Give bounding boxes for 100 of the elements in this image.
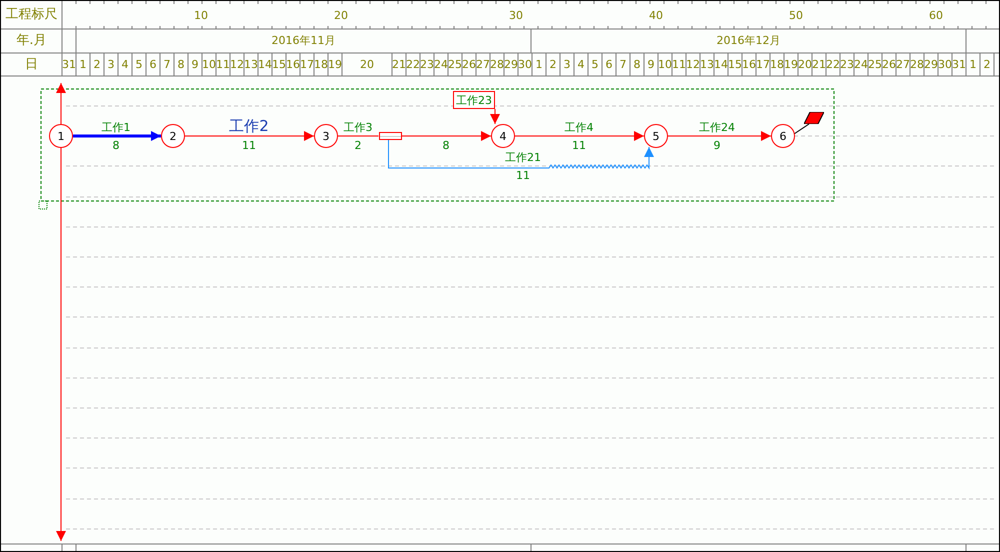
day-number: 29: [924, 58, 938, 72]
day-number: 31: [62, 58, 76, 72]
work-label-box: 工作23: [453, 91, 495, 109]
day-number: 30: [518, 58, 532, 72]
duration-label: 11: [571, 139, 587, 153]
day-number: 24: [434, 58, 448, 72]
day-number: 11: [672, 58, 686, 72]
day-number: 27: [476, 58, 490, 72]
duration-label: 8: [442, 139, 450, 153]
day-number: 2: [982, 58, 992, 72]
scale-number: 60: [928, 9, 944, 23]
day-number: 20: [798, 58, 812, 72]
header-label: 年.月: [15, 34, 48, 48]
day-number: 15: [728, 58, 742, 72]
event-circle: 4: [491, 124, 515, 148]
arrow: [514, 131, 644, 141]
duration-label: 11: [515, 169, 531, 183]
arrow: [490, 108, 500, 124]
month-label: 2016年11月: [270, 34, 336, 48]
day-number: 9: [190, 58, 200, 72]
day-number: 20: [359, 58, 375, 72]
day-number: 14: [258, 58, 272, 72]
day-number: 21: [812, 58, 826, 72]
day-number: 3: [562, 58, 572, 72]
scale-number: 50: [788, 9, 804, 23]
day-number: 2: [92, 58, 102, 72]
scale-number: 40: [648, 9, 664, 23]
header-label: 工程标尺: [4, 8, 58, 22]
day-number: 7: [618, 58, 628, 72]
day-number: 30: [938, 58, 952, 72]
day-number: 19: [784, 58, 798, 72]
day-number: 10: [202, 58, 216, 72]
scale-number: 20: [333, 9, 349, 23]
day-number: 26: [462, 58, 476, 72]
day-number: 5: [134, 58, 144, 72]
day-number: 19: [328, 58, 342, 72]
day-number: 15: [272, 58, 286, 72]
day-number: 6: [604, 58, 614, 72]
day-number: 11: [216, 58, 230, 72]
duration-label: 8: [112, 139, 120, 153]
edge-label: 工作4: [564, 121, 594, 135]
day-number: 18: [770, 58, 784, 72]
day-number: 25: [448, 58, 462, 72]
header-label: 日: [24, 58, 39, 72]
day-number: 17: [300, 58, 314, 72]
arrow: [388, 140, 654, 169]
event-circle: 5: [644, 124, 668, 148]
day-number: 1: [534, 58, 544, 72]
arrow: [668, 131, 772, 141]
day-number: 25: [868, 58, 882, 72]
event-circle: 6: [771, 124, 795, 148]
duration-label: 11: [241, 139, 257, 153]
arrow: [73, 131, 161, 141]
day-number: 16: [286, 58, 300, 72]
day-number: 5: [590, 58, 600, 72]
event-circle: 1: [49, 124, 73, 148]
day-number: 7: [162, 58, 172, 72]
day-number: 2: [548, 58, 558, 72]
edge-label: 工作21: [504, 151, 542, 165]
day-number: 12: [230, 58, 244, 72]
day-number: 22: [826, 58, 840, 72]
day-number: 9: [646, 58, 656, 72]
edge-label: 工作2: [228, 117, 270, 135]
scale-number: 30: [508, 9, 524, 23]
day-number: 3: [106, 58, 116, 72]
edge-label: 工作24: [698, 121, 736, 135]
day-number: 10: [658, 58, 672, 72]
arrow: [401, 131, 492, 141]
edge-label: 工作1: [100, 121, 132, 135]
day-number: 14: [714, 58, 728, 72]
day-number: 18: [314, 58, 328, 72]
day-number: 8: [632, 58, 642, 72]
day-number: 23: [420, 58, 434, 72]
day-number: 1: [78, 58, 88, 72]
day-number: 28: [490, 58, 504, 72]
day-number: 1: [968, 58, 978, 72]
day-number: 24: [854, 58, 868, 72]
scale-number: 10: [193, 9, 209, 23]
duration-label: 9: [712, 139, 722, 153]
day-number: 21: [392, 58, 406, 72]
edge-label: 工作3: [342, 121, 374, 135]
day-number: 31: [952, 58, 966, 72]
day-number: 29: [504, 58, 518, 72]
day-number: 27: [896, 58, 910, 72]
day-number: 26: [882, 58, 896, 72]
event-circle: 2: [161, 124, 185, 148]
day-number: 17: [756, 58, 770, 72]
day-number: 8: [176, 58, 186, 72]
day-number: 4: [576, 58, 586, 72]
day-number: 23: [840, 58, 854, 72]
day-number: 13: [244, 58, 258, 72]
day-number: 16: [742, 58, 756, 72]
month-label: 2016年12月: [716, 34, 782, 48]
day-number: 6: [148, 58, 158, 72]
flag-icon: [804, 112, 824, 124]
day-number: 4: [120, 58, 130, 72]
duration-label: 2: [354, 139, 362, 153]
day-number: 28: [910, 58, 924, 72]
day-number: 13: [700, 58, 714, 72]
event-circle: 3: [314, 124, 338, 148]
